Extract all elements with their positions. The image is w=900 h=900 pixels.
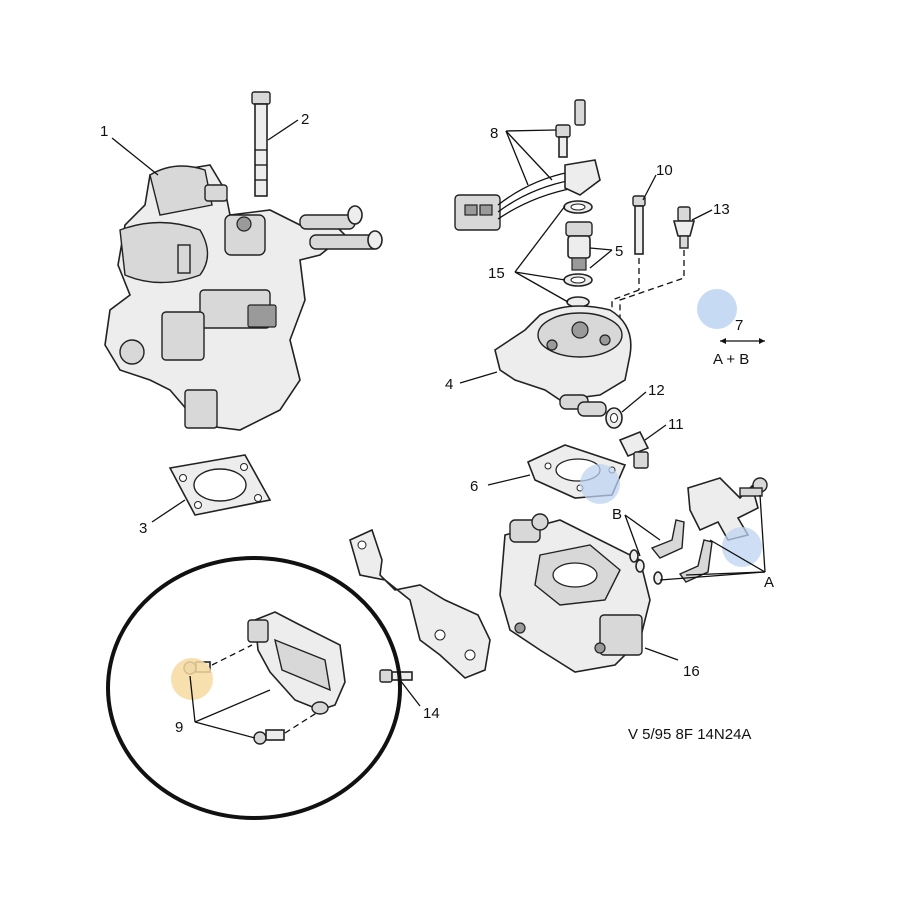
blue-highlight-3 (722, 527, 762, 567)
orange-highlight (171, 658, 213, 700)
callout-4: 4 (445, 376, 453, 393)
callout-3: 3 (139, 520, 147, 537)
part-b-pipes (629, 519, 713, 585)
callout-labels: 1 2 3 4 5 6 7 8 9 10 11 12 13 14 15 16 A… (100, 111, 774, 743)
leader-lines (111, 119, 766, 739)
part-13-sensor (619, 206, 696, 335)
blue-highlight-1 (697, 289, 737, 329)
callout-1: 1 (100, 123, 108, 140)
part-14-bracket-plate (349, 528, 491, 683)
callout-8: 8 (490, 125, 498, 142)
part-2-stud (251, 91, 271, 197)
part-12-washer (605, 407, 623, 429)
part-15-seals (563, 200, 593, 308)
part-5-injector (565, 221, 593, 271)
reference-code: V 5/95 8F 14N24A (628, 726, 751, 743)
callout-11: 11 (668, 416, 684, 433)
part-11-fitting (618, 430, 650, 469)
callout-16: 16 (683, 663, 700, 680)
part-3-gasket (168, 454, 272, 516)
part-a-bracket (687, 477, 768, 541)
callout-b: B (612, 506, 622, 523)
callout-6: 6 (470, 478, 478, 495)
callout-5: 5 (615, 243, 623, 260)
callout-14: 14 (423, 705, 440, 722)
part-1-throttle-body (104, 164, 383, 431)
callout-7: 7 (735, 317, 743, 334)
callout-12: 12 (648, 382, 665, 399)
part-4-injector-housing (494, 305, 632, 417)
part-16-lower-body (499, 513, 651, 673)
highlight-markers (171, 289, 762, 700)
callout-15: 15 (488, 265, 505, 282)
part-8-sensor-connector (454, 99, 601, 231)
callout-2: 2 (301, 111, 309, 128)
callout-a: A (764, 574, 774, 591)
callout-9: 9 (175, 719, 183, 736)
legend-a-plus-b: A + B (713, 351, 749, 368)
part-9-actuator (183, 611, 346, 745)
callout-13: 13 (713, 201, 730, 218)
detail-circle (106, 556, 402, 820)
callout-10: 10 (656, 162, 673, 179)
blue-highlight-2 (580, 464, 620, 504)
